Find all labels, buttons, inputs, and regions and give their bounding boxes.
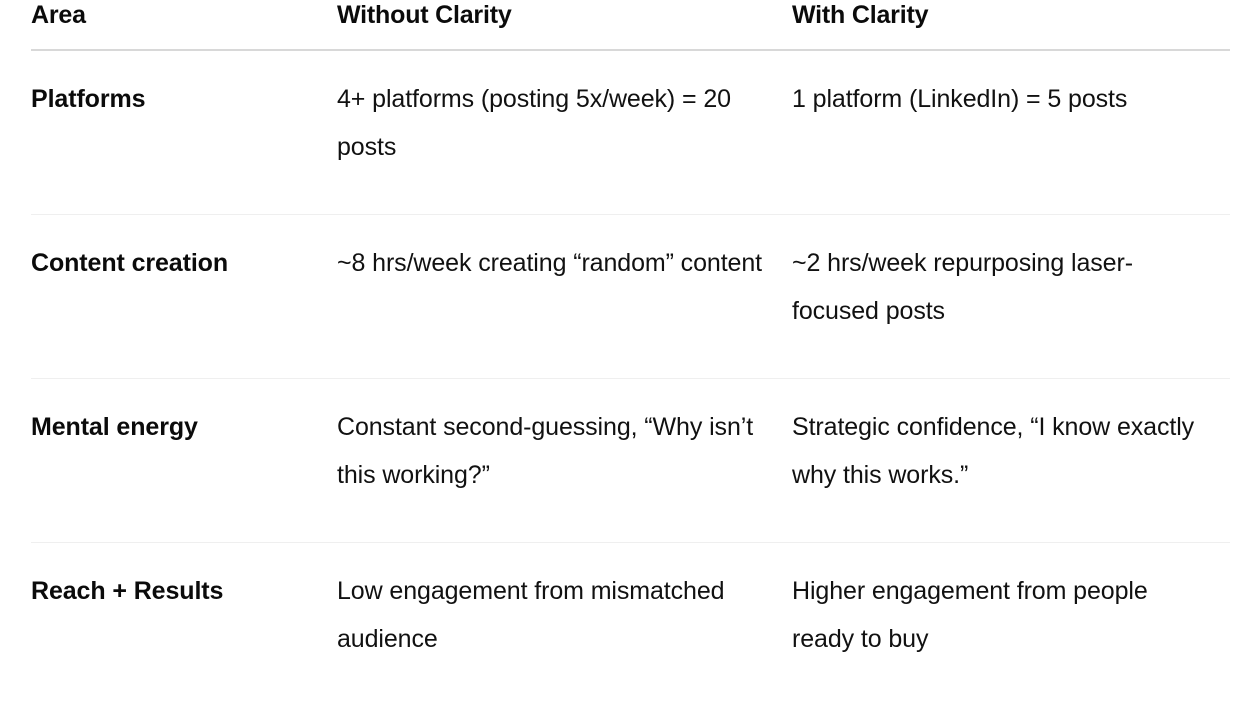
cell-area: Mental energy [31, 379, 337, 543]
table-row: Content creation ~8 hrs/week creating “r… [31, 215, 1230, 379]
cell-with: ~2 hrs/week repurposing laser-focused po… [792, 215, 1230, 379]
cell-with: Strategic confidence, “I know exactly wh… [792, 379, 1230, 543]
cell-text: Platforms [31, 75, 307, 123]
cell-area: Content creation [31, 215, 337, 379]
cell-text: Mental energy [31, 403, 307, 451]
table-header: Area Without Clarity With Clarity [31, 0, 1230, 50]
cell-text: Higher engagement from people ready to b… [792, 567, 1200, 663]
table-row: Mental energy Constant second-guessing, … [31, 379, 1230, 543]
table-row: Platforms 4+ platforms (posting 5x/week)… [31, 50, 1230, 215]
cell-without: 4+ platforms (posting 5x/week) = 20 post… [337, 50, 792, 215]
cell-area: Reach + Results [31, 543, 337, 706]
column-header-without: Without Clarity [337, 0, 792, 50]
cell-text: 4+ platforms (posting 5x/week) = 20 post… [337, 75, 762, 171]
cell-text: ~2 hrs/week repurposing laser-focused po… [792, 239, 1200, 335]
cell-text: ~8 hrs/week creating “random” content [337, 239, 762, 287]
cell-text: Low engagement from mismatched audience [337, 567, 762, 663]
cell-text: Constant second-guessing, “Why isn’t thi… [337, 403, 762, 499]
cell-text: Reach + Results [31, 567, 307, 615]
cell-text: Strategic confidence, “I know exactly wh… [792, 403, 1200, 499]
comparison-table-container: Area Without Clarity With Clarity Platfo… [0, 0, 1248, 634]
clarity-comparison-table: Area Without Clarity With Clarity Platfo… [31, 0, 1230, 706]
cell-area: Platforms [31, 50, 337, 215]
cell-with: 1 platform (LinkedIn) = 5 posts [792, 50, 1230, 215]
table-body: Platforms 4+ platforms (posting 5x/week)… [31, 50, 1230, 706]
cell-without: ~8 hrs/week creating “random” content [337, 215, 792, 379]
cell-without: Constant second-guessing, “Why isn’t thi… [337, 379, 792, 543]
cell-text: 1 platform (LinkedIn) = 5 posts [792, 75, 1200, 123]
table-header-row: Area Without Clarity With Clarity [31, 0, 1230, 50]
cell-text: Content creation [31, 239, 307, 287]
table-row: Reach + Results Low engagement from mism… [31, 543, 1230, 706]
cell-with: Higher engagement from people ready to b… [792, 543, 1230, 706]
cell-without: Low engagement from mismatched audience [337, 543, 792, 706]
column-header-area: Area [31, 0, 337, 50]
column-header-with: With Clarity [792, 0, 1230, 50]
